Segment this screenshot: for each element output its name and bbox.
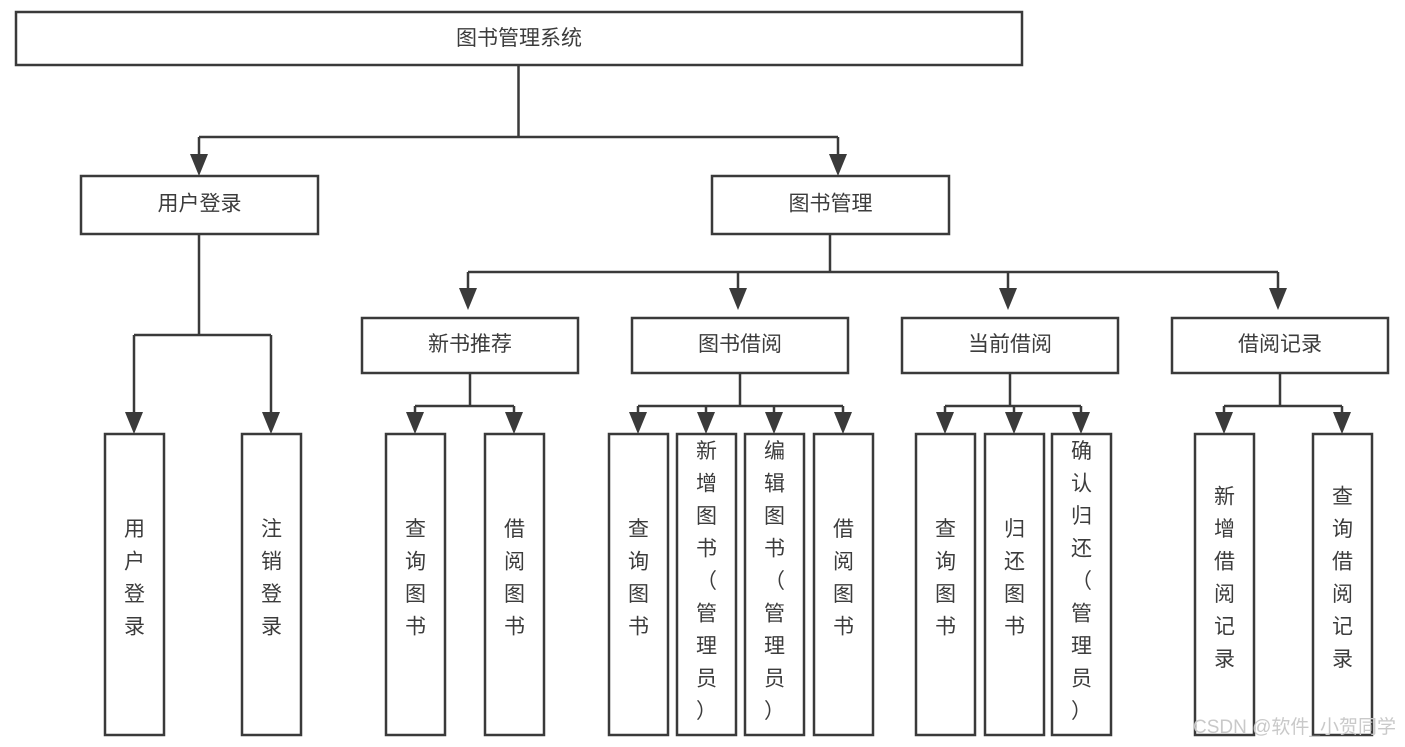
node-leaf-return-book[interactable]: 归还图书 [983, 432, 1046, 737]
node-leaf-add-record[interactable]: 新增借阅记录 [1193, 432, 1256, 737]
arrow-to-leaf-user-login-icon [125, 412, 143, 434]
node-leaf-add-record-label: 新增借阅记录 [1214, 485, 1235, 671]
node-book-borrow[interactable]: 图书借阅 [630, 316, 850, 375]
arrow-to-leaf-query-record-icon [1333, 412, 1351, 434]
arrow-to-book-borrow-icon [729, 288, 747, 310]
node-new-book-rec[interactable]: 新书推荐 [360, 316, 580, 375]
node-leaf-query-record-label: 查询借阅记录 [1332, 485, 1353, 671]
node-book-manage-box[interactable] [710, 174, 951, 236]
node-leaf-confirm-return[interactable]: 确认归还（管理员） [1050, 432, 1113, 737]
node-book-manage-label: 图书管理 [789, 193, 873, 216]
node-leaf-query-book-3[interactable]: 查询图书 [914, 432, 977, 737]
arrow-to-current-borrow-icon [999, 288, 1017, 310]
node-new-book-rec-box[interactable] [360, 316, 580, 375]
leaf-node-layer: 用户登录 注销登录 查询图书 借阅图书 查询图书 新增图书（管理员） [103, 432, 1374, 737]
node-leaf-query-book-2-label: 查询图书 [628, 518, 649, 639]
arrow-to-leaf-return-book-icon [1005, 412, 1023, 434]
node-new-book-rec-label: 新书推荐 [428, 333, 512, 356]
node-leaf-query-book-3-label: 查询图书 [935, 518, 956, 639]
node-leaf-add-book[interactable]: 新增图书（管理员） [675, 432, 738, 737]
node-root-box[interactable] [14, 10, 1024, 67]
node-leaf-confirm-return-label: 确认归还（管理员） [1071, 440, 1092, 723]
node-leaf-return-book-box[interactable] [983, 432, 1046, 737]
arrow-to-borrow-record-icon [1269, 288, 1287, 310]
node-user-login-label: 用户登录 [158, 193, 242, 216]
arrow-to-leaf-query-book-2-icon [629, 412, 647, 434]
node-book-borrow-box[interactable] [630, 316, 850, 375]
node-borrow-record[interactable]: 借阅记录 [1170, 316, 1390, 375]
node-current-borrow[interactable]: 当前借阅 [900, 316, 1120, 375]
node-book-borrow-label: 图书借阅 [698, 333, 782, 356]
node-leaf-edit-book-box[interactable] [743, 432, 806, 737]
node-user-login[interactable]: 用户登录 [79, 174, 320, 236]
node-leaf-user-login[interactable]: 用户登录 [103, 432, 166, 737]
arrow-to-leaf-logout-icon [262, 412, 280, 434]
arrow-to-leaf-edit-book-icon [765, 412, 783, 434]
node-leaf-query-book-1-box[interactable] [384, 432, 447, 737]
arrow-to-leaf-add-record-icon [1215, 412, 1233, 434]
arrow-to-user-login-icon [190, 154, 208, 176]
node-leaf-add-record-box[interactable] [1193, 432, 1256, 737]
node-leaf-borrow-book-1[interactable]: 借阅图书 [483, 432, 546, 737]
node-root-label: 图书管理系统 [456, 27, 582, 50]
arrow-to-new-book-rec-icon [459, 288, 477, 310]
arrow-to-leaf-query-book-3-icon [936, 412, 954, 434]
node-current-borrow-box[interactable] [900, 316, 1120, 375]
node-user-login-box[interactable] [79, 174, 320, 236]
node-leaf-borrow-book-1-box[interactable] [483, 432, 546, 737]
node-leaf-logout-label: 注销登录 [261, 518, 282, 639]
arrow-to-leaf-query-book-1-icon [406, 412, 424, 434]
node-leaf-user-login-box[interactable] [103, 432, 166, 737]
node-leaf-borrow-book-2-box[interactable] [812, 432, 875, 737]
node-leaf-user-login-label: 用户登录 [124, 518, 145, 639]
node-leaf-logout[interactable]: 注销登录 [240, 432, 303, 737]
node-leaf-query-book-2-box[interactable] [607, 432, 670, 737]
node-book-manage[interactable]: 图书管理 [710, 174, 951, 236]
node-root[interactable]: 图书管理系统 [14, 10, 1024, 67]
node-leaf-borrow-book-2-label: 借阅图书 [833, 518, 854, 639]
arrow-to-leaf-borrow-book-2-icon [834, 412, 852, 434]
arrow-to-leaf-confirm-return-icon [1072, 412, 1090, 434]
arrow-to-leaf-borrow-book-1-icon [505, 412, 523, 434]
node-borrow-record-box[interactable] [1170, 316, 1390, 375]
node-leaf-return-book-label: 归还图书 [1004, 518, 1025, 639]
node-leaf-edit-book[interactable]: 编辑图书（管理员） [743, 432, 806, 737]
node-leaf-logout-box[interactable] [240, 432, 303, 737]
node-leaf-query-book-1[interactable]: 查询图书 [384, 432, 447, 737]
node-borrow-record-label: 借阅记录 [1238, 333, 1322, 356]
node-leaf-add-book-box[interactable] [675, 432, 738, 737]
node-leaf-confirm-return-box[interactable] [1050, 432, 1113, 737]
arrow-to-book-manage-icon [829, 154, 847, 176]
node-leaf-add-book-label: 新增图书（管理员） [696, 440, 717, 723]
watermark-label: CSDN @软件_小贺同学 [1193, 716, 1396, 738]
node-leaf-query-book-2[interactable]: 查询图书 [607, 432, 670, 737]
arrow-to-leaf-add-book-icon [697, 412, 715, 434]
node-current-borrow-label: 当前借阅 [968, 333, 1052, 356]
node-leaf-query-record-box[interactable] [1311, 432, 1374, 737]
node-leaf-edit-book-label: 编辑图书（管理员） [764, 440, 785, 723]
node-leaf-query-record[interactable]: 查询借阅记录 [1311, 432, 1374, 737]
node-leaf-query-book-3-box[interactable] [914, 432, 977, 737]
node-leaf-query-book-1-label: 查询图书 [405, 518, 426, 639]
node-leaf-borrow-book-2[interactable]: 借阅图书 [812, 432, 875, 737]
connector-layer [125, 65, 1351, 434]
node-leaf-borrow-book-1-label: 借阅图书 [504, 518, 525, 639]
